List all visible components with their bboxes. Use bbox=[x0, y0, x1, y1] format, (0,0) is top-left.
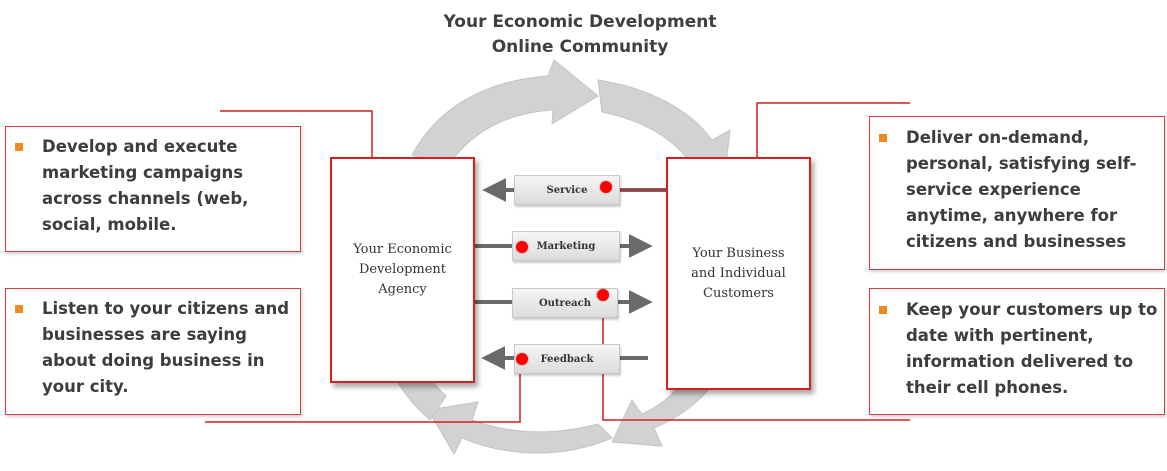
left-box-marketing: Develop and execute marketing campaigns … bbox=[5, 126, 301, 252]
left-box-2-text: Listen to your citizens and businesses a… bbox=[42, 299, 290, 396]
customers-box: Your Business and Individual Customers bbox=[666, 157, 811, 390]
square-bullet-icon bbox=[879, 306, 887, 314]
diagram-title: Your Economic Development Online Communi… bbox=[380, 10, 780, 60]
agency-box: Your Economic Development Agency bbox=[330, 157, 475, 383]
right-box-1-text: Deliver on-demand, personal, satisfying … bbox=[906, 128, 1137, 251]
flow-feedback: Feedback bbox=[514, 344, 620, 374]
square-bullet-icon bbox=[15, 143, 23, 151]
flow-arrows bbox=[474, 178, 666, 370]
flow-outreach-label: Outreach bbox=[538, 297, 592, 309]
red-dot-icon bbox=[516, 241, 528, 253]
right-box-2-text: Keep your customers up to date with pert… bbox=[906, 300, 1158, 397]
title-line-2: Online Community bbox=[491, 37, 669, 57]
red-dot-icon bbox=[516, 353, 528, 365]
flow-marketing-label: Marketing bbox=[536, 240, 596, 252]
agency-label: Your Economic Development Agency bbox=[353, 242, 452, 297]
red-dot-icon bbox=[597, 289, 609, 301]
left-box-listen: Listen to your citizens and businesses a… bbox=[5, 288, 301, 415]
square-bullet-icon bbox=[879, 134, 887, 142]
right-box-keep: Keep your customers up to date with pert… bbox=[869, 288, 1165, 415]
right-box-2-item: Keep your customers up to date with pert… bbox=[870, 297, 1160, 401]
right-box-1-item: Deliver on-demand, personal, satisfying … bbox=[870, 125, 1160, 255]
red-dot-icon bbox=[600, 181, 612, 193]
left-box-2-item: Listen to your citizens and businesses a… bbox=[6, 296, 292, 400]
left-box-1-item: Develop and execute marketing campaigns … bbox=[6, 134, 292, 238]
flow-marketing: Marketing bbox=[512, 231, 620, 261]
customers-label: Your Business and Individual Customers bbox=[691, 245, 786, 301]
flow-service-label: Service bbox=[546, 184, 588, 196]
flow-feedback-label: Feedback bbox=[540, 353, 594, 365]
right-box-deliver: Deliver on-demand, personal, satisfying … bbox=[869, 116, 1165, 270]
square-bullet-icon bbox=[15, 305, 23, 313]
left-box-1-text: Develop and execute marketing campaigns … bbox=[42, 137, 249, 234]
title-line-1: Your Economic Development bbox=[443, 12, 717, 32]
